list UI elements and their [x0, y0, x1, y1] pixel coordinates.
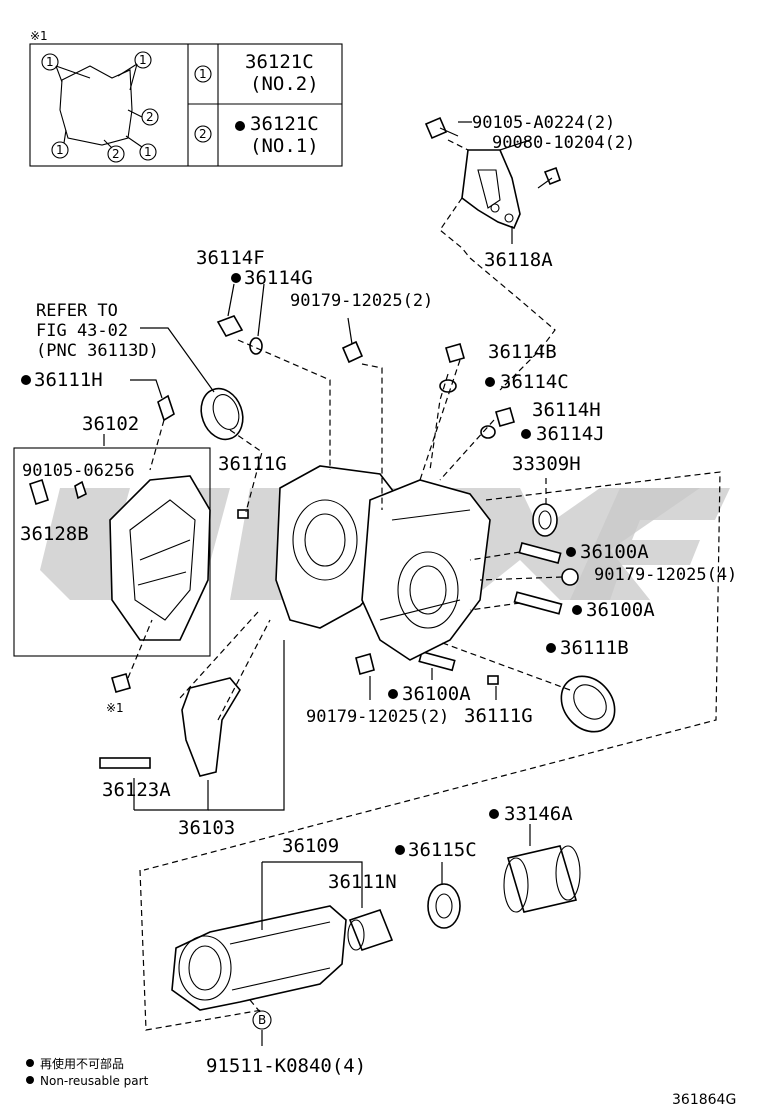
legend-row2-num: 2 [199, 127, 207, 141]
label-refer-1: REFER TO [36, 301, 118, 321]
housing-36102 [109, 475, 211, 641]
bushing-36111n [347, 909, 394, 951]
footnote-jp: 再使用不可部品 [40, 1056, 124, 1071]
extension-housing-36109 [171, 905, 347, 1011]
legend-row2-part: 36121C [250, 113, 319, 135]
label-36100a-2: 36100A [586, 599, 655, 621]
label-36111g-upper: 36111G [218, 453, 287, 475]
b-mark: B [258, 1013, 266, 1027]
label-36114b: 36114B [488, 341, 557, 363]
label-36114j: 36114J [536, 423, 605, 445]
label-mark1: ※1 [106, 701, 124, 715]
label-91511-k0840: 91511-K0840(4) [206, 1055, 366, 1077]
label-36102: 36102 [82, 413, 139, 435]
oil-seal-upper [200, 387, 244, 441]
label-33146a: 33146A [504, 803, 573, 825]
nonreusable-dot [235, 121, 245, 131]
label-36114f: 36114F [196, 247, 265, 269]
deflector-33146a [503, 845, 581, 913]
assembly-frame [13, 447, 211, 657]
transfer-case-main [275, 465, 491, 661]
label-36111n: 36111N [328, 871, 397, 893]
label-36100a-1: 36100A [580, 541, 649, 563]
legend-frame [29, 43, 343, 167]
svg-text:2: 2 [112, 147, 120, 161]
svg-text:1: 1 [56, 143, 64, 157]
legend-row1-part: 36121C [245, 51, 314, 73]
label-36103: 36103 [178, 817, 235, 839]
label-90105-06256: 90105-06256 [22, 461, 135, 481]
part-labels: 90105-A0224(2) 90080-10204(2) 36118A 361… [13, 113, 737, 1077]
figure-id: 361864G [672, 1092, 736, 1108]
bearing-36115c [427, 883, 461, 929]
legend-row1-sub: (NO.2) [250, 73, 319, 95]
footnote: 再使用不可部品 Non-reusable part [26, 1056, 149, 1088]
footnote-en: Non-reusable part [40, 1074, 149, 1088]
label-36109: 36109 [282, 835, 339, 857]
label-90105-a0224: 90105-A0224(2) [472, 113, 615, 133]
label-refer-2: FIG 43-02 [36, 321, 128, 341]
oil-seal-right [560, 675, 616, 733]
label-36114g: 36114G [244, 267, 313, 289]
legend-row1-num: 1 [199, 67, 207, 81]
label-36114c: 36114C [500, 371, 569, 393]
svg-text:1: 1 [144, 145, 152, 159]
legend: ※1 1 1 2 1 2 1 [29, 29, 343, 167]
label-90179-12025-mid: 90179-12025(2) [306, 707, 449, 727]
label-36118a: 36118A [484, 249, 553, 271]
bracket-36118a [424, 116, 561, 230]
label-36115c: 36115C [408, 839, 477, 861]
label-36128b: 36128B [20, 523, 89, 545]
label-90080-10204: 90080-10204(2) [492, 133, 635, 153]
label-36111g-lower: 36111G [464, 705, 533, 727]
label-36111h: 36111H [34, 369, 103, 391]
b-mark-circle [252, 1010, 272, 1030]
svg-text:2: 2 [146, 110, 154, 124]
label-90179-12025-4: 90179-12025(4) [594, 565, 737, 585]
leader-lines [103, 121, 721, 1046]
label-refer-3: (PNC 36113D) [36, 341, 159, 361]
label-90179-12025-top: 90179-12025(2) [290, 291, 433, 311]
gasket-inset: 1 1 2 1 2 1 [41, 51, 159, 163]
svg-text:1: 1 [139, 53, 147, 67]
small-parts [29, 315, 579, 769]
label-36114h: 36114H [532, 399, 601, 421]
legend-row2-sub: (NO.1) [250, 135, 319, 157]
label-36123a: 36123A [102, 779, 171, 801]
svg-text:1: 1 [46, 55, 54, 69]
legend-mark: ※1 [30, 29, 48, 43]
label-36111b: 36111B [560, 637, 629, 659]
label-36100a-3: 36100A [402, 683, 471, 705]
stay-36103 [181, 677, 241, 777]
label-33309h: 33309H [512, 453, 581, 475]
